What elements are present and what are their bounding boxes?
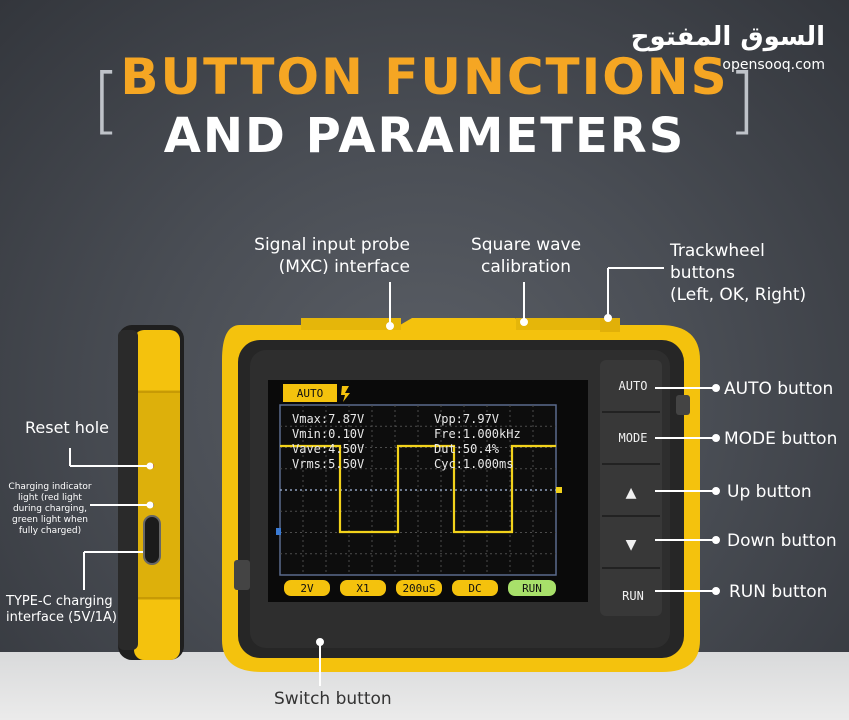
typec-label-line2: interface (5V/1A) xyxy=(6,610,117,625)
charging-label-line3: during charging, xyxy=(12,504,88,514)
device-run-key: RUN xyxy=(622,589,644,603)
readout-vpp: Vpp:7.97V xyxy=(434,412,499,426)
readout-cycle: Cyc:1.000ms xyxy=(434,457,513,471)
readout-vmin: Vmin:0.10V xyxy=(292,427,364,441)
trackwheel-label-line2: buttons xyxy=(670,263,735,283)
charging-label-line5: fully charged) xyxy=(18,526,82,536)
readout-vrms: Vrms:5.50V xyxy=(292,457,364,471)
screen-coupling: DC xyxy=(468,582,481,595)
switch-button-label: Switch button xyxy=(274,689,392,709)
trackwheel-label: Trackwheel buttons (Left, OK, Right) xyxy=(670,240,840,306)
readout-vmax: Vmax:7.87V xyxy=(292,412,364,426)
auto-button-label: AUTO button xyxy=(724,379,834,399)
down-button-label: Down button xyxy=(727,531,837,551)
trackwheel-label-line1: Trackwheel xyxy=(670,241,765,261)
opensooq-logo-latin: opensooq.com xyxy=(722,57,825,73)
device-down-key-icon: ▼ xyxy=(626,534,637,555)
readout-freq: Fre:1.000kHz xyxy=(434,427,521,441)
device-auto-key: AUTO xyxy=(619,379,648,393)
square-wave-label-line2: calibration xyxy=(481,257,571,277)
run-button-label: RUN button xyxy=(729,582,828,602)
screen-probe-mult: X1 xyxy=(356,582,369,595)
signal-probe-label-line2: (MXC) interface xyxy=(278,257,410,277)
opensooq-logo-arabic: السوق المفتوح xyxy=(630,22,825,52)
readout-duty: Dut:50.4% xyxy=(434,442,500,456)
left-bracket-decoration: [ xyxy=(92,58,121,142)
typec-label: TYPE-C charging interface (5V/1A) xyxy=(6,594,117,626)
readout-vave: Vave:4.50V xyxy=(292,442,364,456)
charging-label-line2: light (red light xyxy=(18,493,82,503)
charging-label-line1: Charging indicator xyxy=(8,482,92,492)
mode-button-label: MODE button xyxy=(724,429,838,449)
device-up-key-icon: ▲ xyxy=(626,482,637,503)
reset-hole-label: Reset hole xyxy=(25,418,109,437)
screen xyxy=(268,380,588,602)
typec-label-line1: TYPE-C charging xyxy=(6,594,113,609)
right-bracket-decoration: ] xyxy=(728,58,757,142)
charging-indicator-label: Charging indicator light (red light duri… xyxy=(6,482,94,537)
signal-probe-label: Signal input probe (MXC) interface xyxy=(240,234,410,278)
signal-probe-label-line1: Signal input probe xyxy=(254,235,410,255)
page-title-line1: BUTTON FUNCTIONS xyxy=(120,48,729,106)
screen-run-state: RUN xyxy=(522,582,542,595)
trackwheel-label-line3: (Left, OK, Right) xyxy=(670,285,807,305)
screen-mode-tag: AUTO xyxy=(297,387,324,400)
device-mode-key: MODE xyxy=(619,431,648,445)
side-view-device xyxy=(118,325,184,660)
square-wave-label-line1: Square wave xyxy=(470,235,582,255)
screen-time-div: 200uS xyxy=(402,582,435,595)
square-wave-label: Square wave calibration xyxy=(460,234,592,278)
up-button-label: Up button xyxy=(727,482,812,502)
page-title-line2: AND PARAMETERS xyxy=(163,108,686,164)
screen-volt-div: 2V xyxy=(300,582,314,595)
charging-label-line4: green light when xyxy=(12,515,88,525)
